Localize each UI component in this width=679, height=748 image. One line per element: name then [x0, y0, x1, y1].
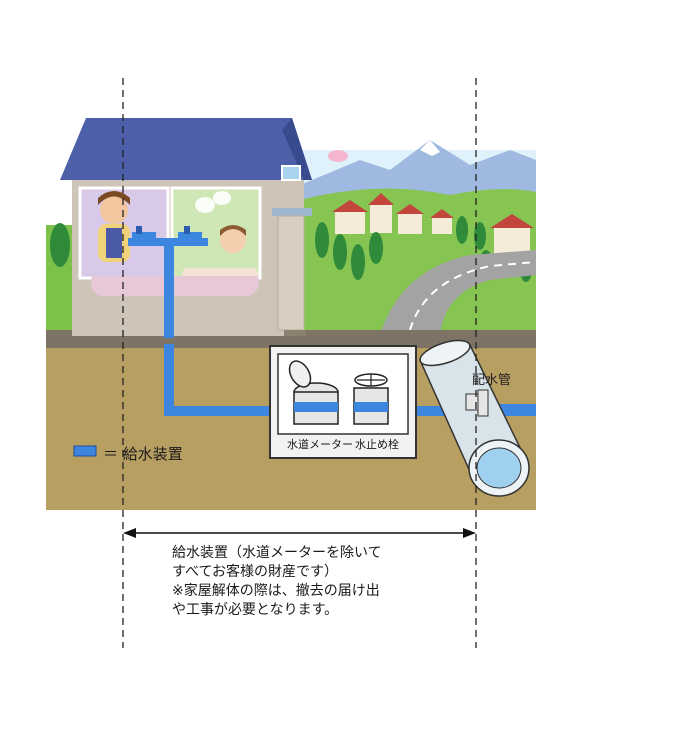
note-line: や工事が必要となります。	[172, 602, 339, 618]
man-figure	[98, 191, 130, 262]
note-line: ※家屋解体の際は、撤去の届け出	[172, 583, 380, 599]
distribution-main-label: 配水管	[472, 373, 512, 388]
water-meter-label: 水道メーター	[287, 438, 353, 451]
snow-cap	[420, 140, 440, 156]
road	[380, 250, 536, 335]
village	[332, 193, 534, 262]
ownership-note: 給水装置（水道メーターを除いて すべてお客様の財産です） ※家屋解体の際は、撤去…	[172, 544, 472, 620]
sink-counter	[91, 276, 259, 296]
distribution-main-pipe	[418, 339, 530, 497]
legend-label: ＝ 給水装置	[103, 445, 183, 463]
range-arrow	[123, 528, 476, 538]
road-line	[409, 261, 537, 331]
tree-icon	[50, 223, 70, 267]
note-line: 給水装置（水道メーターを除いて	[172, 545, 382, 561]
note-line: すべてお客様の財産です）	[172, 564, 339, 580]
shutoff-valve-icon	[353, 373, 389, 425]
bird-icon	[328, 150, 348, 162]
water-meter-icon	[288, 360, 339, 425]
shutoff-valve-label: 水止め栓	[355, 438, 399, 451]
legend-swatch	[73, 445, 97, 457]
faucet-icon	[132, 226, 202, 238]
